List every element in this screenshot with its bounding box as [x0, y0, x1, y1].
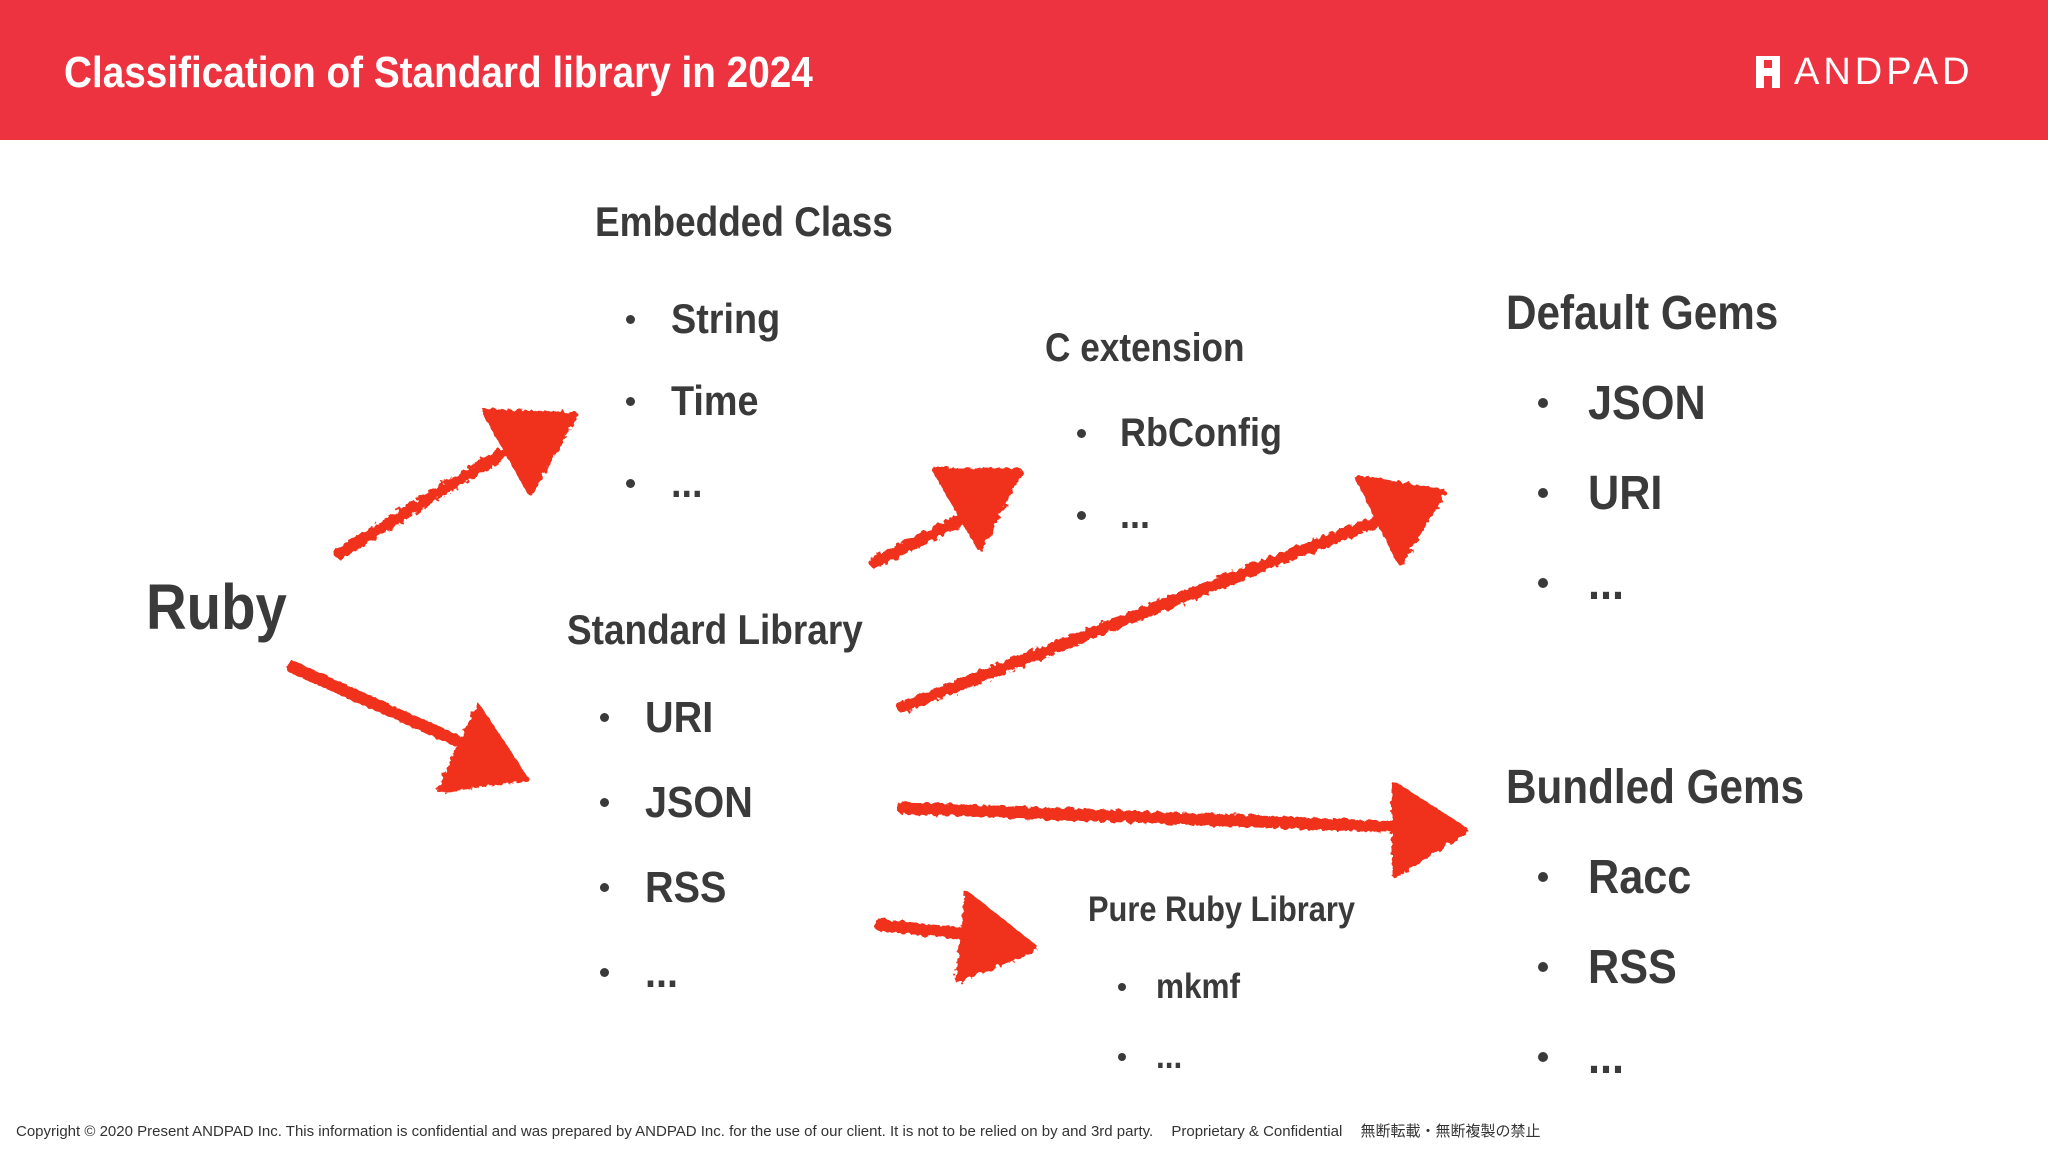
bullet-icon — [626, 478, 635, 488]
list-item: ... — [600, 930, 765, 1015]
bullet-icon — [1538, 578, 1548, 588]
bullet-icon — [626, 396, 635, 406]
bullet-icon — [600, 713, 609, 722]
list-item: ... — [626, 442, 792, 524]
ruby-root-label: Ruby — [146, 571, 287, 643]
list-item: RbConfig — [1077, 392, 1300, 474]
bullet-icon — [1538, 1052, 1548, 1062]
bullet-icon — [1077, 428, 1086, 438]
bullet-icon — [1077, 510, 1086, 520]
footer: Copyright © 2020 Present ANDPAD Inc. Thi… — [16, 1120, 1554, 1141]
standard-library-list: URI JSON RSS ... — [600, 675, 765, 1015]
c-extension-list: RbConfig ... — [1077, 392, 1300, 556]
bullet-icon — [1118, 983, 1126, 991]
list-item: mkmf — [1118, 952, 1249, 1022]
andpad-logo: ANDPAD — [1756, 52, 1974, 92]
bullet-icon — [600, 798, 609, 807]
andpad-logo-icon — [1756, 56, 1780, 88]
arrow-ruby-to-standard — [286, 661, 528, 793]
arrow-standard-to-pure-ruby — [874, 892, 1038, 983]
list-item: ... — [1538, 538, 1719, 628]
header-bar: Classification of Standard library in 20… — [0, 0, 2048, 140]
list-item: ... — [1077, 474, 1300, 556]
bullet-icon — [1538, 872, 1548, 882]
brand-name: ANDPAD — [1794, 51, 1974, 93]
list-item: URI — [600, 675, 765, 760]
list-item: ... — [1538, 1012, 1703, 1102]
list-item: JSON — [1538, 358, 1719, 448]
c-extension-title: C extension — [1045, 326, 1245, 370]
list-item: URI — [1538, 448, 1719, 538]
bullet-icon — [600, 968, 609, 977]
bundled-gems-title: Bundled Gems — [1506, 761, 1805, 814]
pure-ruby-library-list: mkmf ... — [1118, 952, 1249, 1092]
arrow-ruby-to-embedded — [334, 409, 578, 559]
bullet-icon — [626, 314, 635, 324]
default-gems-list: JSON URI ... — [1538, 358, 1719, 628]
list-item: RSS — [600, 845, 765, 930]
bullet-icon — [1118, 1053, 1126, 1061]
default-gems-title: Default Gems — [1506, 287, 1779, 340]
bullet-icon — [1538, 962, 1548, 972]
bullet-icon — [600, 883, 609, 892]
list-item: Time — [626, 360, 792, 442]
list-item: RSS — [1538, 922, 1703, 1012]
embedded-class-list: String Time ... — [626, 278, 792, 524]
confidential-label: Proprietary & Confidential — [1171, 1123, 1343, 1140]
list-item: Racc — [1538, 832, 1703, 922]
arrow-standard-to-bundled-gems — [897, 782, 1468, 878]
bullet-icon — [1538, 398, 1548, 408]
embedded-class-title: Embedded Class — [595, 198, 893, 245]
slide-title: Classification of Standard library in 20… — [64, 48, 813, 97]
reproduction-notice: 無断転載・無断複製の禁止 — [1360, 1123, 1541, 1140]
list-item: ... — [1118, 1022, 1249, 1092]
arrow-standard-to-c-extension — [869, 467, 1023, 568]
standard-library-title: Standard Library — [567, 606, 863, 653]
list-item: String — [626, 278, 792, 360]
copyright-text: Copyright © 2020 Present ANDPAD Inc. Thi… — [16, 1123, 1154, 1140]
list-item: JSON — [600, 760, 765, 845]
bullet-icon — [1538, 488, 1548, 498]
bundled-gems-list: Racc RSS ... — [1538, 832, 1703, 1102]
pure-ruby-library-title: Pure Ruby Library — [1088, 890, 1356, 929]
